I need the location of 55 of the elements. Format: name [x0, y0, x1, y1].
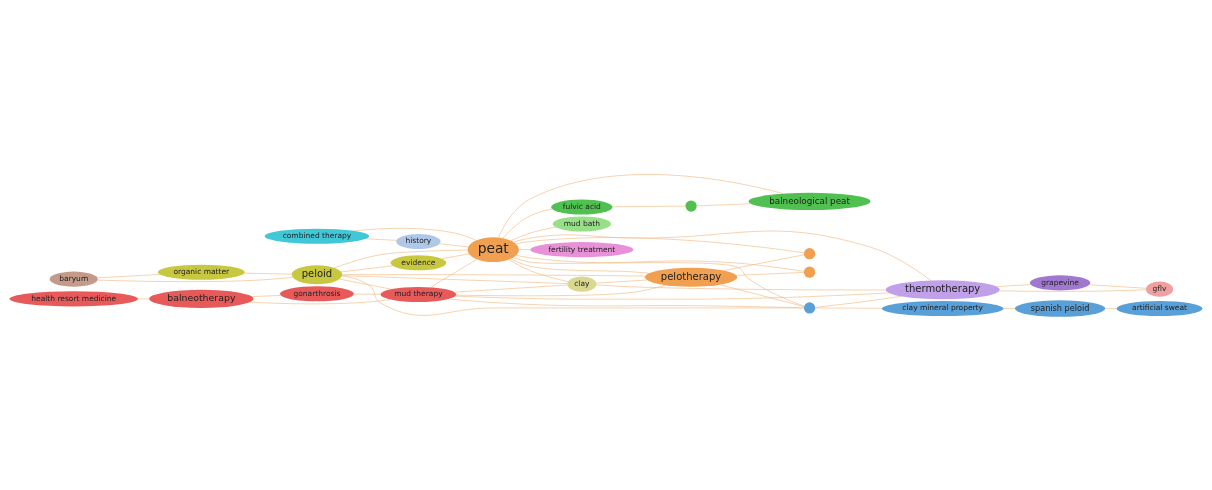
- connector: [341, 273, 646, 276]
- connector: [515, 254, 805, 272]
- connector: [339, 278, 392, 289]
- connector: [515, 236, 805, 253]
- connector: [1105, 307, 1117, 309]
- connector: [998, 288, 1147, 292]
- node-circle: [803, 247, 816, 259]
- connector: [448, 298, 805, 308]
- connector: [498, 173, 784, 238]
- node-ellipse: thermotherapy: [885, 279, 1000, 299]
- connector: [513, 230, 932, 281]
- node-ellipse: pelotherapy: [644, 267, 738, 287]
- node-circle: [803, 266, 816, 278]
- connector: [340, 265, 393, 272]
- connector: [996, 283, 1031, 287]
- connector: [723, 253, 805, 271]
- connector: [510, 226, 556, 241]
- connector: [455, 292, 890, 299]
- connector: [251, 294, 282, 297]
- connector: [455, 284, 667, 296]
- connector: [1089, 283, 1147, 289]
- connector: [814, 307, 883, 309]
- connector: [508, 258, 569, 282]
- node-ellipse: peat: [467, 236, 519, 262]
- connector: [97, 276, 293, 282]
- connector: [1003, 307, 1016, 309]
- connector: [353, 293, 381, 295]
- connector: [502, 208, 553, 238]
- connector: [439, 242, 469, 247]
- node-ellipse: balneological peat: [748, 192, 871, 210]
- node-ellipse: spanish peloid: [1014, 299, 1106, 317]
- connector: [441, 253, 470, 259]
- connector: [736, 271, 805, 276]
- connector: [353, 227, 477, 241]
- connector: [510, 258, 650, 273]
- connector: [365, 237, 397, 241]
- node-circle: [685, 199, 697, 212]
- connector: [696, 202, 752, 206]
- connector: [454, 284, 568, 292]
- connector: [244, 272, 292, 274]
- connector: [596, 279, 647, 283]
- connector: [719, 283, 805, 307]
- connector: [430, 258, 478, 288]
- node-ellipse: balneotherapy: [149, 289, 254, 308]
- connector: [596, 284, 887, 290]
- node-ellipse: peloid: [291, 264, 343, 284]
- connector: [814, 295, 902, 308]
- connector: [137, 298, 150, 299]
- connector: [97, 273, 160, 278]
- connector: [341, 274, 568, 284]
- connector: [512, 256, 805, 306]
- connector: [612, 205, 686, 207]
- node-circle: [803, 301, 816, 314]
- connector: [518, 248, 531, 250]
- connector: [249, 298, 391, 304]
